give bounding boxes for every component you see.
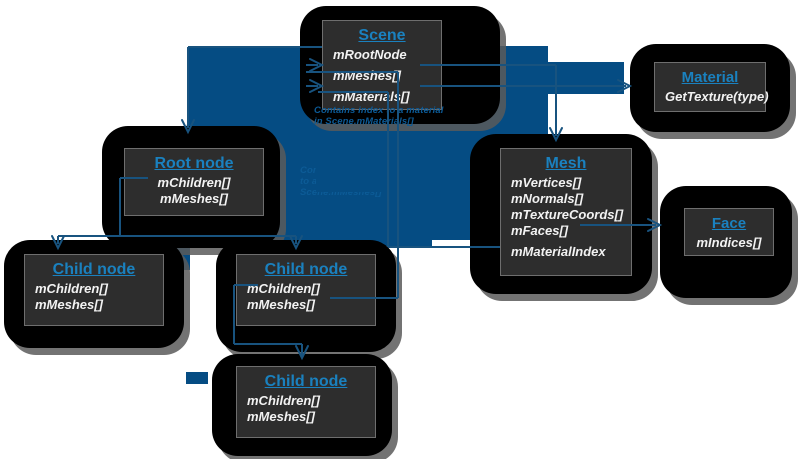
field-mindices: mIndices[] [696, 235, 762, 250]
arrowhead-material [617, 79, 633, 93]
arrowhead-face [647, 218, 663, 232]
annotation-occluder [316, 162, 398, 192]
field-gettexture: GetTexture(type) [665, 89, 769, 104]
arrowhead-child-middle [289, 235, 303, 251]
node-card-material[interactable]: Material GetTexture(type) [630, 44, 790, 132]
node-fields-child-left: mChildren[] mMeshes[] [35, 281, 153, 313]
node-card-mesh[interactable]: Mesh mVertices[] mNormals[] mTextureCoor… [470, 134, 652, 294]
arrowhead-root-node [181, 119, 195, 135]
field-mfaces: mFaces[] [511, 223, 569, 238]
node-fields-face: mIndices[] [695, 235, 763, 251]
annotation-material-index-line2: in Scene.mMaterials[] [314, 116, 414, 127]
field-childmid-mchildren: mChildren[] [247, 281, 320, 296]
field-childmid-mmeshes: mMeshes[] [247, 297, 315, 312]
background-blob-part-f [186, 372, 208, 384]
field-mnormals: mNormals[] [511, 191, 584, 206]
node-fields-child-middle: mChildren[] mMeshes[] [247, 281, 365, 313]
node-title-material: Material [681, 69, 739, 86]
annotation-mesh-index-line3: Scene.mMeshes[] [300, 187, 382, 198]
node-card-child-bottom[interactable]: Child node mChildren[] mMeshes[] [212, 354, 392, 456]
node-inner-child-bottom: Child node mChildren[] mMeshes[] [236, 366, 376, 438]
arrowhead-scene-mmaterials [309, 79, 325, 93]
node-fields-root-node: mChildren[] mMeshes[] [135, 175, 253, 207]
node-card-root-node[interactable]: Root node mChildren[] mMeshes[] [102, 126, 280, 248]
node-title-child-bottom: Child node [264, 373, 348, 390]
node-title-face: Face [711, 215, 747, 232]
field-childbot-mchildren: mChildren[] [247, 393, 320, 408]
arrowhead-mesh [549, 127, 563, 143]
field-root-mmeshes: mMeshes[] [160, 191, 228, 206]
node-title-child-middle: Child node [264, 261, 348, 278]
node-title-mesh: Mesh [545, 155, 587, 172]
node-inner-child-left: Child node mChildren[] mMeshes[] [24, 254, 164, 326]
node-fields-material: GetTexture(type) [665, 89, 769, 105]
arrowhead-child-left [51, 235, 65, 251]
node-fields-mesh: mVertices[] mNormals[] mTextureCoords[] … [511, 175, 624, 260]
arrowhead-child-bottom [295, 345, 309, 361]
field-childleft-mmeshes: mMeshes[] [35, 297, 103, 312]
background-blob-connector [548, 62, 624, 94]
node-card-face[interactable]: Face mIndices[] [660, 186, 792, 298]
node-inner-mesh: Mesh mVertices[] mNormals[] mTextureCoor… [500, 148, 632, 276]
node-title-scene: Scene [358, 27, 406, 44]
field-mtexturecoords: mTextureCoords[] [511, 207, 624, 222]
node-inner-material: Material GetTexture(type) [654, 62, 769, 112]
field-mvertices: mVertices[] [511, 175, 582, 190]
node-inner-face: Face mIndices[] [684, 208, 774, 256]
node-card-child-left[interactable]: Child node mChildren[] mMeshes[] [4, 240, 184, 348]
field-childleft-mchildren: mChildren[] [35, 281, 108, 296]
field-root-mchildren: mChildren[] [157, 175, 231, 190]
arrowhead-scene-mmeshes [309, 58, 325, 72]
field-mmaterialindex: mMaterialIndex [511, 244, 606, 259]
annotation-material-index-line1: Contains index to a material [314, 105, 444, 116]
node-card-child-middle[interactable]: Child node mChildren[] mMeshes[] [216, 240, 396, 352]
field-mrootnode: mRootNode [333, 47, 407, 62]
node-fields-child-bottom: mChildren[] mMeshes[] [247, 393, 365, 425]
node-title-root-node: Root node [154, 155, 234, 172]
node-inner-root-node: Root node mChildren[] mMeshes[] [124, 148, 264, 216]
field-childbot-mmeshes: mMeshes[] [247, 409, 315, 424]
node-inner-child-middle: Child node mChildren[] mMeshes[] [236, 254, 376, 326]
node-title-child-left: Child node [52, 261, 136, 278]
